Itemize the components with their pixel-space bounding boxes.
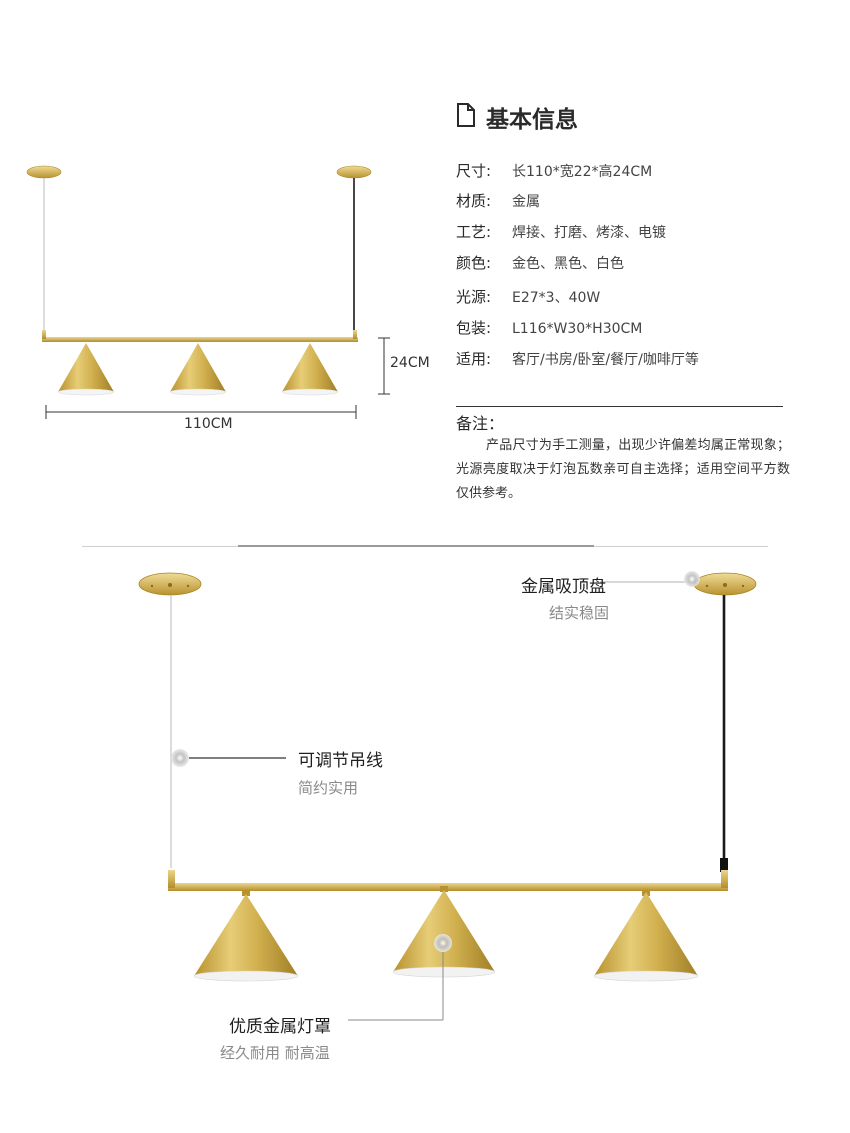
spec-label: 材质: [456, 192, 492, 210]
dimension-lines [45, 337, 390, 419]
height-dimension-label: 24CM [390, 355, 430, 371]
note-divider [456, 406, 783, 407]
spec-label: 颜色: [456, 254, 492, 272]
spec-row-applicable: 适用: 客厅/书房/卧室/餐厅/咖啡厅等 [456, 348, 699, 369]
small-lamp [26, 165, 372, 396]
wire-callout-title: 可调节吊线 [298, 751, 383, 771]
callout-leaders [171, 571, 700, 1021]
spec-row-material: 材质: 金属 [456, 190, 540, 211]
spec-label: 包装: [456, 319, 492, 337]
spec-label: 尺寸: [456, 162, 492, 180]
spec-row-light-source: 光源: E27*3、40W [456, 286, 600, 307]
shade-callout-sub: 经久耐用 耐高温 [220, 1044, 330, 1062]
spec-value: L116*W30*H30CM [512, 321, 643, 337]
spec-value: 金属 [512, 194, 540, 210]
section-divider-accent [238, 545, 594, 547]
spec-value: E27*3、40W [512, 290, 601, 306]
spec-value: 长110*宽22*高24CM [512, 164, 653, 180]
spec-label: 适用: [456, 350, 492, 368]
note-body: 产品尺寸为手工测量，出现少许偏差均属正常现象；光源亮度取决于灯泡瓦数亲可自主选择… [456, 438, 790, 501]
canopy-callout-sub: 结实稳固 [549, 604, 610, 622]
wire-callout-sub: 简约实用 [298, 779, 359, 797]
spec-row-color: 颜色: 金色、黑色、白色 [456, 252, 624, 273]
canopy-callout-title: 金属吸顶盘 [521, 577, 606, 597]
large-lamp [138, 572, 757, 982]
spec-value: 客厅/书房/卧室/餐厅/咖啡厅等 [512, 352, 699, 368]
spec-row-package: 包装: L116*W30*H30CM [456, 317, 642, 338]
info-title: 基本信息 [486, 107, 578, 133]
spec-row-craft: 工艺: 焊接、打磨、烤漆、电镀 [456, 221, 666, 242]
spec-value: 金色、黑色、白色 [512, 256, 624, 272]
spec-row-size: 尺寸: 长110*宽22*高24CM [456, 160, 652, 181]
spec-value: 焊接、打磨、烤漆、电镀 [512, 225, 666, 241]
note-title: 备注： [456, 414, 505, 433]
spec-label: 光源: [456, 288, 492, 306]
length-dimension-label: 110CM [184, 416, 233, 432]
spec-label: 工艺: [456, 223, 492, 241]
document-icon [457, 103, 475, 127]
shade-callout-title: 优质金属灯罩 [229, 1017, 331, 1037]
